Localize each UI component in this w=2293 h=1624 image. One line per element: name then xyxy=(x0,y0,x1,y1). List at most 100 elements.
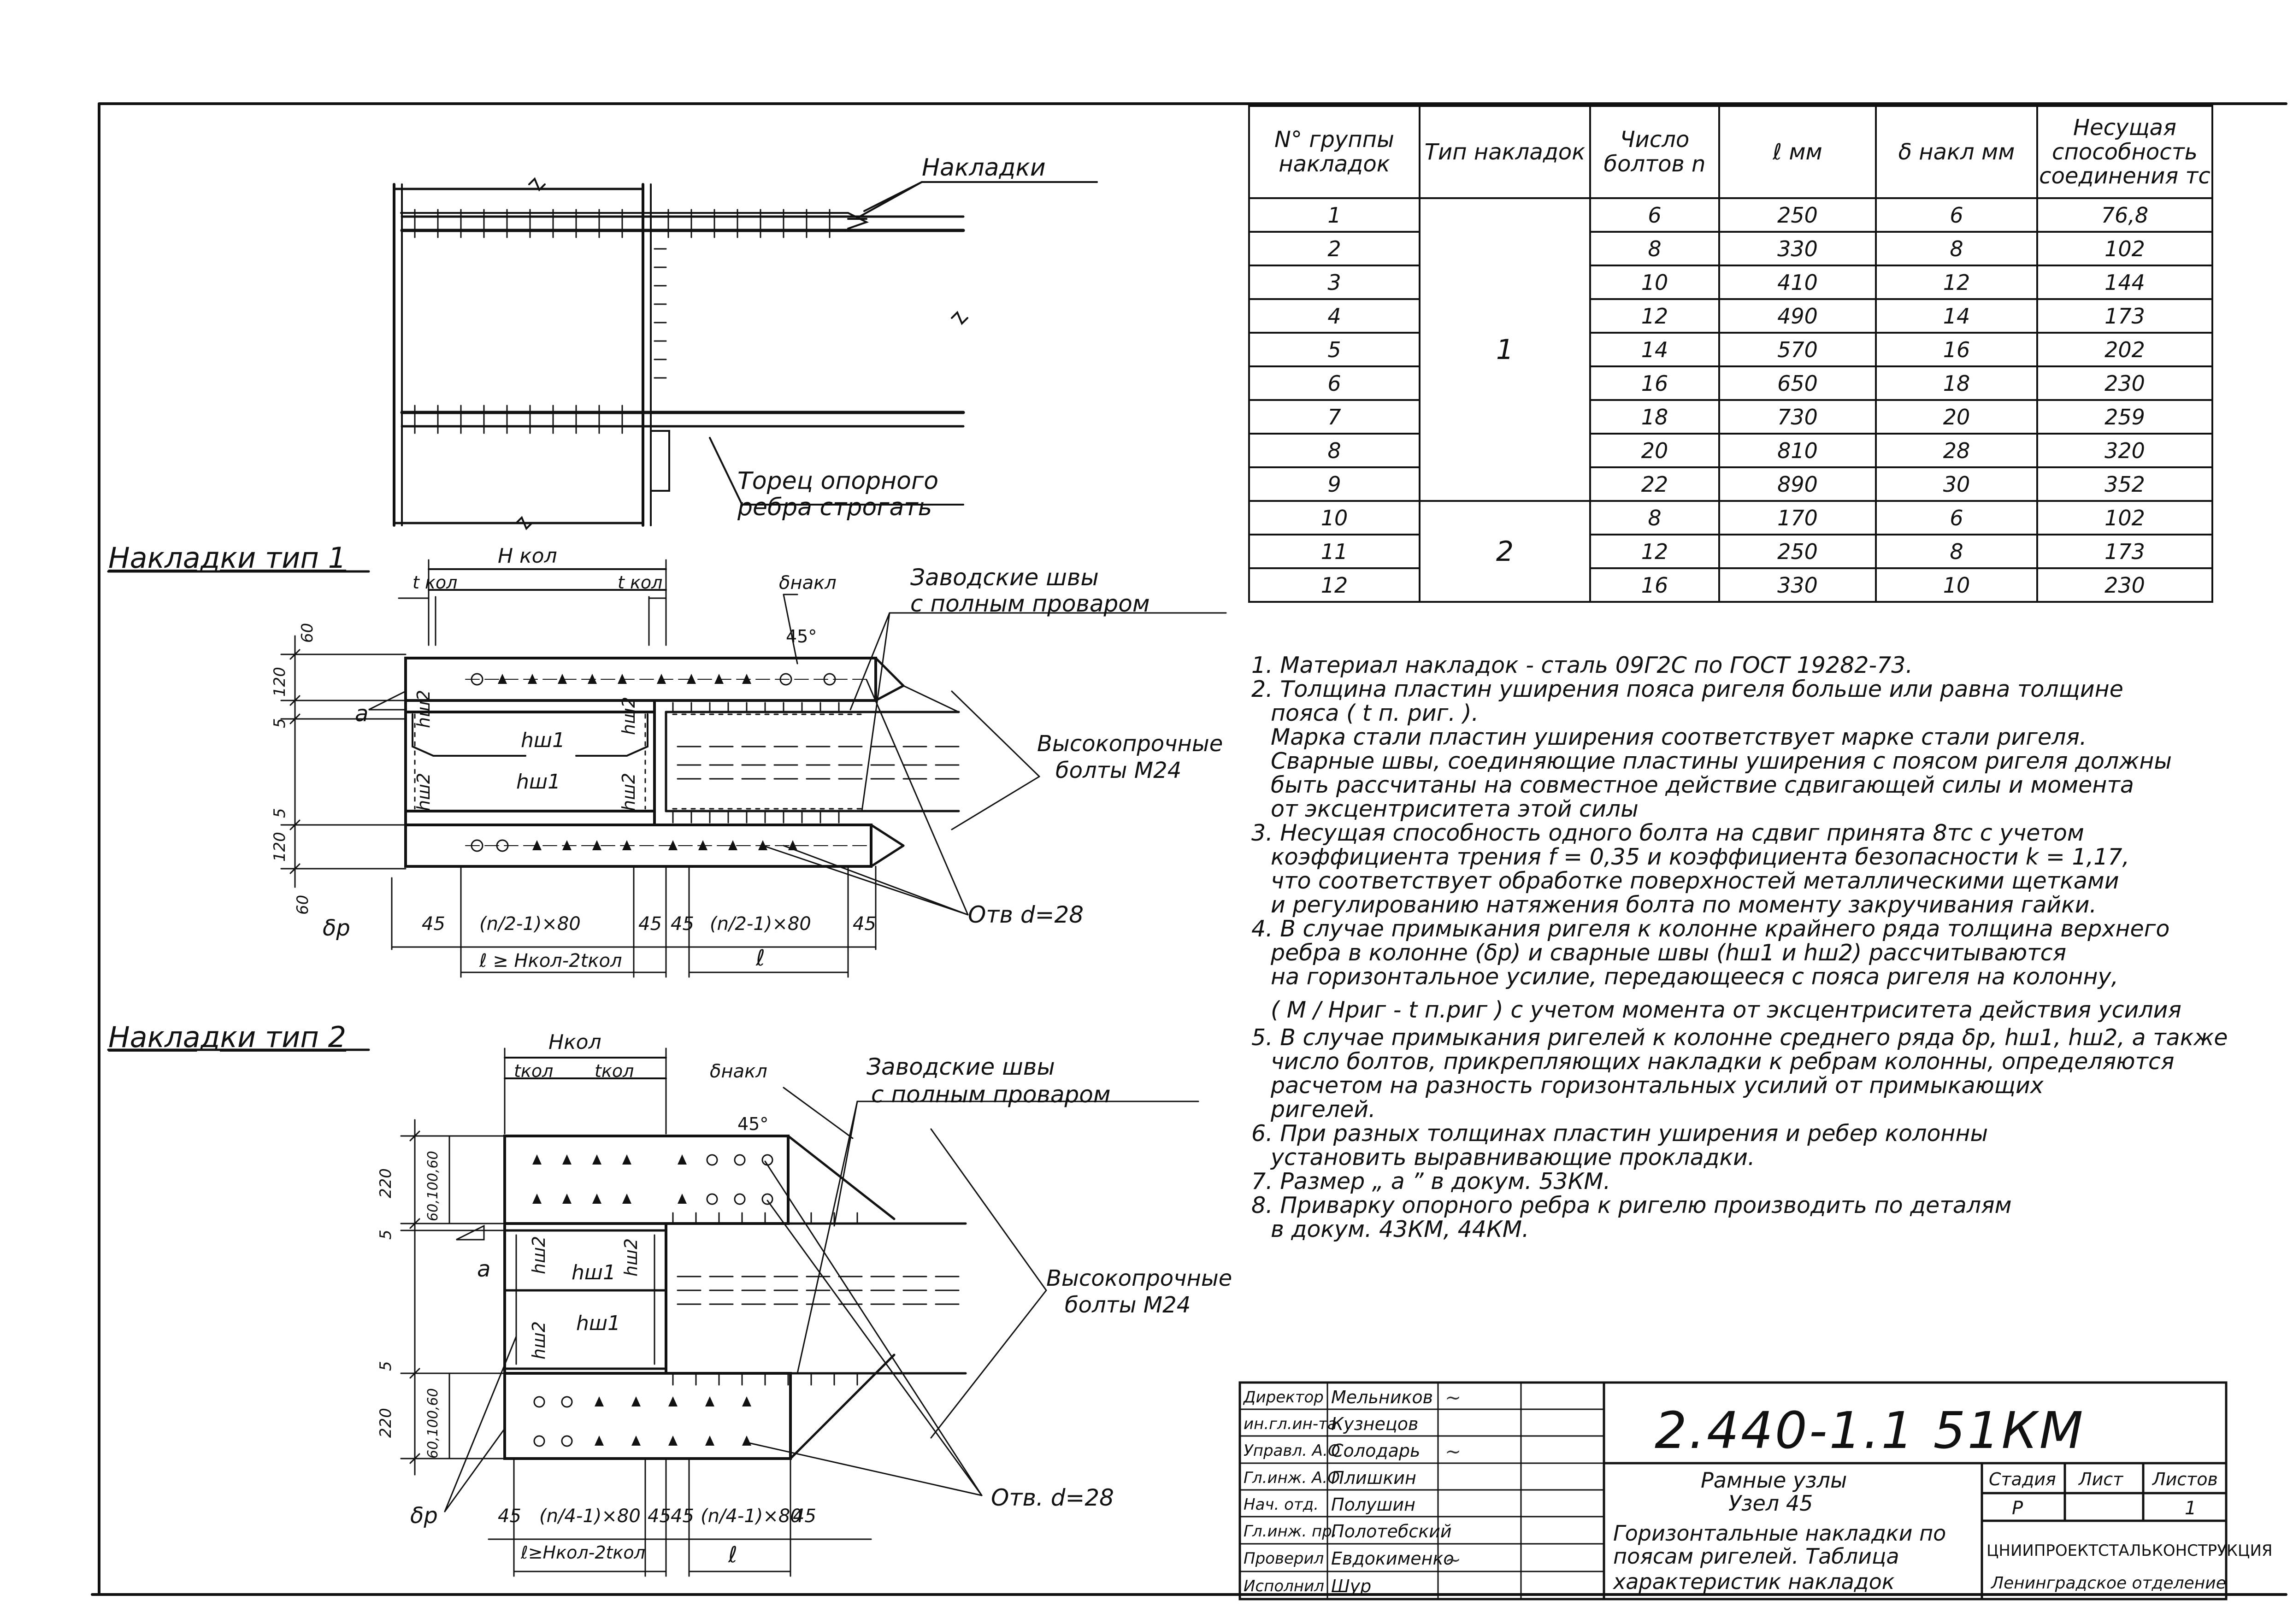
col-header-capacity: Несущая способность соединения тс xyxy=(2036,105,2213,199)
type2-hw1-b: hш1 xyxy=(576,1312,621,1335)
type1-dim-l-kol: ℓ ≥ Hкол-2tкол xyxy=(479,950,622,971)
note-line: 2. Толщина пластин уширения пояса ригеля… xyxy=(1251,676,2123,702)
type2-bolts-2: болты М24 xyxy=(1065,1292,1191,1318)
note-line: и регулированию натяжения болта по момен… xyxy=(1271,892,2097,918)
note-line: Марка стали пластин уширения соответству… xyxy=(1271,724,2087,750)
type1-t-kol-right: t кол xyxy=(618,572,663,593)
type1-t-kol-left: t кол xyxy=(413,572,458,593)
type2-dim-5-bot: 5 xyxy=(377,1361,395,1371)
stage-label: Стадия xyxy=(1989,1469,2056,1489)
cell-capacity: 173 xyxy=(2036,298,2213,334)
cell-thickness: 18 xyxy=(1875,365,2038,401)
note-line: 3. Несущая способность одного болта на с… xyxy=(1251,820,2084,846)
note-line: ребра в колонне (δр) и сварные швы (hш1 … xyxy=(1271,940,2067,966)
type2-heading: Накладки тип 2 xyxy=(108,1020,347,1054)
type1-delta-r: δр xyxy=(323,915,350,941)
cell-capacity: 230 xyxy=(2036,365,2213,401)
stamp-name: Плишкин xyxy=(1331,1468,1416,1488)
cell-bolts: 6 xyxy=(1589,197,1720,233)
type2-dim-45-d: 45 xyxy=(793,1506,816,1527)
cell-capacity: 230 xyxy=(2036,567,2213,603)
cell-bolts: 20 xyxy=(1589,433,1720,468)
note-line: ригелей. xyxy=(1271,1096,1376,1123)
cell-group: 9 xyxy=(1248,466,1421,502)
cell-thickness: 8 xyxy=(1875,231,2038,266)
note-line: 5. В случае примыкания ригелей к колонне… xyxy=(1251,1024,2228,1051)
cell-thickness: 6 xyxy=(1875,500,2038,535)
callout-torets-2: ребра строгать xyxy=(737,494,932,521)
type2-a-mark: a xyxy=(477,1256,491,1282)
cell-length: 730 xyxy=(1718,399,1877,435)
note-line: установить выравнивающие прокладки. xyxy=(1271,1144,1755,1171)
cell-bolts: 8 xyxy=(1589,231,1720,266)
type2-factory-welds-2: с полным проваром xyxy=(871,1081,1111,1108)
cell-type: 1 xyxy=(1419,197,1591,502)
cell-thickness: 6 xyxy=(1875,197,2038,233)
cell-thickness: 8 xyxy=(1875,534,2038,569)
cell-capacity: 144 xyxy=(2036,265,2213,300)
note-line: число болтов, прикрепляющих накладки к р… xyxy=(1271,1048,2175,1075)
notes-block: 1. Материал накладок - сталь 09Г2С по ГО… xyxy=(1251,653,2242,1242)
cell-capacity: 352 xyxy=(2036,466,2213,502)
type1-dim-60-bot: 60 xyxy=(294,894,312,915)
table-row: 10 2 8 170 6 102 xyxy=(1248,500,2213,603)
sheets-value: 1 xyxy=(2185,1498,2197,1519)
col-header-group: N° группы накладок xyxy=(1248,105,1421,199)
cell-group: 11 xyxy=(1248,534,1421,569)
cell-group: 4 xyxy=(1248,298,1421,334)
stamp-role: Гл.инж. А.О xyxy=(1244,1469,1340,1487)
document-code: 2.440-1.1 51КМ xyxy=(1655,1401,2085,1460)
type1-dim-l: ℓ xyxy=(756,945,765,971)
organization-name: ЦНИИПРОЕКТСТАЛЬКОНСТРУКЦИЯ xyxy=(1986,1542,2273,1560)
cell-bolts: 8 xyxy=(1589,500,1720,535)
table-row: 5 14 570 16 202 xyxy=(1248,332,2213,367)
type1-hw2-a: hш2 xyxy=(413,689,434,728)
type1-bolts-1: Высокопрочные xyxy=(1037,731,1223,757)
stamp-title-3: Горизонтальные накладки по xyxy=(1613,1521,1946,1546)
cell-bolts: 12 xyxy=(1589,298,1720,334)
type2-delta-r: δр xyxy=(410,1503,438,1529)
note-line: 4. В случае примыкания ригеля к колонне … xyxy=(1251,916,2170,942)
type1-dim-120-top: 120 xyxy=(271,667,289,697)
col-header-length: ℓ мм xyxy=(1718,105,1877,199)
sheet-label: Лист xyxy=(2079,1469,2123,1489)
table-row: 8 20 810 28 320 xyxy=(1248,433,2213,468)
stamp-name: Шур xyxy=(1331,1576,1372,1596)
callout-torets-1: Торец опорного xyxy=(737,467,939,495)
cell-capacity: 102 xyxy=(2036,500,2213,535)
type2-dim-n-80-b: (n/4-1)×80 xyxy=(701,1506,802,1527)
stamp-name: Евдокименко xyxy=(1331,1548,1454,1569)
note-line: Сварные швы, соединяющие пластины уширен… xyxy=(1271,748,2172,774)
note-line: расчетом на разность горизонтальных усил… xyxy=(1271,1072,2044,1099)
stamp-role: Директор xyxy=(1244,1388,1324,1406)
type2-angle: 45° xyxy=(737,1114,769,1134)
type1-delta-nakl: δнакл xyxy=(779,572,837,594)
cell-group: 12 xyxy=(1248,567,1421,603)
table-row: 6 16 650 18 230 xyxy=(1248,365,2213,401)
type1-bolts-2: болты М24 xyxy=(1055,758,1182,783)
stamp-role: Управл. А.О xyxy=(1244,1442,1340,1460)
table-row: 12 16 330 10 230 xyxy=(1248,567,2213,603)
stage-value: Р xyxy=(2012,1498,2023,1519)
stamp-name: Солодарь xyxy=(1331,1441,1421,1461)
cell-bolts: 18 xyxy=(1589,399,1720,435)
table-row: 2 8 330 8 102 xyxy=(1248,231,2213,266)
type2-bolts-1: Высокопрочные xyxy=(1046,1265,1232,1291)
stamp-name: Полотебский xyxy=(1331,1521,1452,1542)
type1-dim-n-80-a: (n/2-1)×80 xyxy=(479,913,581,935)
col-header-thickness: δ накл мм xyxy=(1875,105,2038,199)
stamp-name: Полушин xyxy=(1331,1495,1415,1515)
type2-t-kol-right: tкол xyxy=(595,1061,634,1081)
cell-length: 250 xyxy=(1718,197,1877,233)
note-line: что соответствует обработке поверхностей… xyxy=(1271,868,2119,894)
stamp-title-2: Узел 45 xyxy=(1728,1491,1813,1516)
cell-thickness: 16 xyxy=(1875,332,2038,367)
stamp-role: Нач. отд. xyxy=(1244,1495,1319,1514)
note-line: 7. Размер „ a ” в докум. 53КМ. xyxy=(1251,1168,1611,1194)
type1-dim-120-bot: 120 xyxy=(271,832,289,862)
type1-dim-45-b: 45 xyxy=(638,913,662,935)
type2-dim-220-bot: 220 xyxy=(377,1408,395,1438)
type1-hw2-b: hш2 xyxy=(619,696,639,735)
type2-delta-nakl: δнакл xyxy=(710,1061,767,1082)
